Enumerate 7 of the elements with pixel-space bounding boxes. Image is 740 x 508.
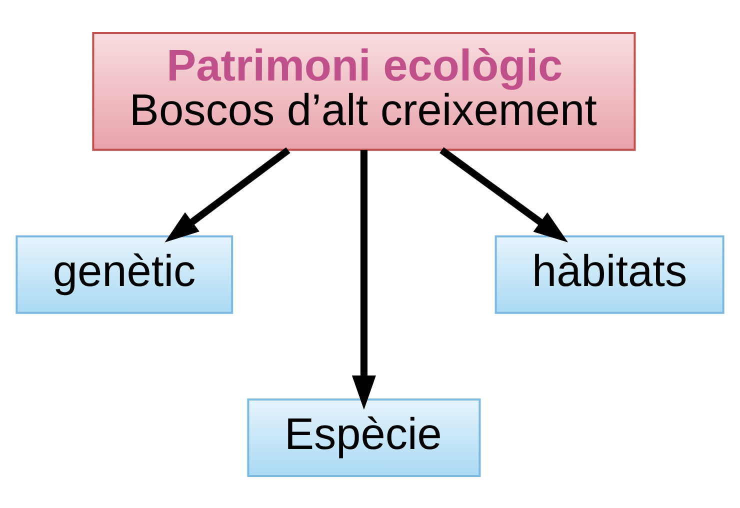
node-box: genètic — [16, 234, 234, 314]
node-box: Patrimoni ecològic Boscos d’alt creixement — [92, 32, 636, 150]
arrow — [440, 146, 568, 242]
node-box: hàbitats — [494, 234, 724, 314]
node-box: Espècie — [247, 398, 481, 476]
arrow — [164, 146, 290, 242]
arrow — [352, 149, 376, 410]
